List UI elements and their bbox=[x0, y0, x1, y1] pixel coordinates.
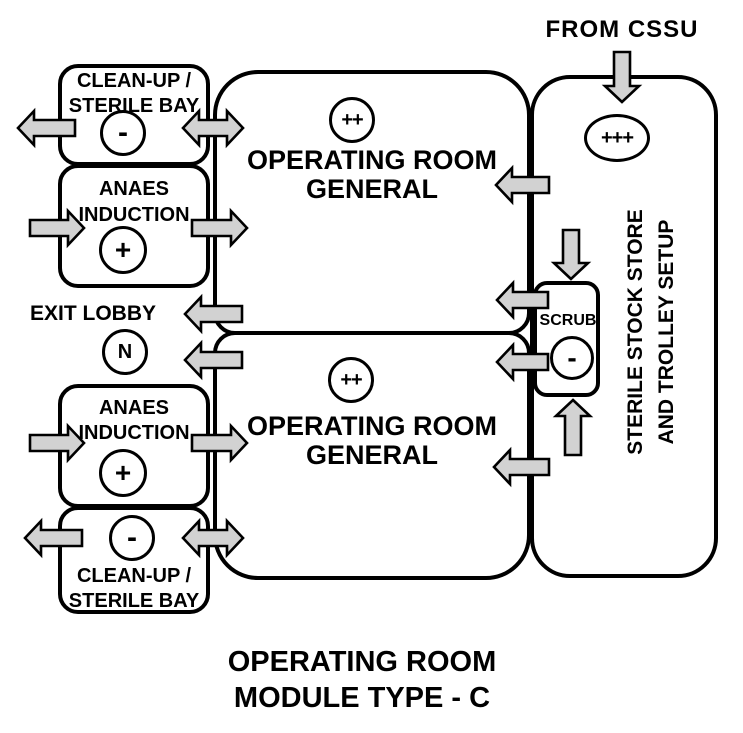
label-line: OPERATING ROOM bbox=[246, 411, 497, 441]
label-line: STERILE STOCK STORE bbox=[624, 209, 647, 455]
pressure-badge-scrub: - bbox=[550, 336, 594, 380]
label-operating-room-bottom: OPERATING ROOM GENERAL bbox=[222, 412, 522, 470]
pressure-badge-cleanup-bottom: - bbox=[109, 515, 155, 561]
label-exit-lobby: EXIT LOBBY bbox=[30, 302, 157, 325]
label-from-cssu: FROM CSSU bbox=[545, 16, 699, 43]
label-cleanup-sterile-bay-top: CLEAN-UP / STERILE BAY bbox=[58, 69, 210, 119]
pressure-badge-cleanup-top: - bbox=[100, 110, 146, 156]
pressure-badge-or-top: ++ bbox=[329, 97, 375, 143]
label-anaes-induction-bottom: ANAES INDUCTION bbox=[58, 396, 210, 446]
label-cleanup-sterile-bay-bottom: CLEAN-UP / STERILE BAY bbox=[58, 564, 210, 614]
pressure-badge-anaes-bottom: + bbox=[99, 449, 147, 497]
label-line: CLEAN-UP / bbox=[76, 70, 192, 92]
pressure-badge-anaes-top: + bbox=[99, 226, 147, 274]
title-line: OPERATING ROOM bbox=[227, 646, 497, 678]
label-line: INDUCTION bbox=[78, 204, 190, 226]
pressure-badge-sterile-store: +++ bbox=[584, 114, 650, 162]
pressure-badge-or-bottom: ++ bbox=[328, 357, 374, 403]
label-line: STERILE BAY bbox=[68, 95, 200, 117]
label-line: GENERAL bbox=[305, 174, 438, 204]
title-line: MODULE TYPE - C bbox=[233, 682, 491, 714]
label-line: INDUCTION bbox=[78, 422, 190, 444]
label-operating-room-top: OPERATING ROOM GENERAL bbox=[222, 146, 522, 204]
label-line: CLEAN-UP / bbox=[76, 565, 192, 587]
label-line: ANAES bbox=[98, 178, 169, 200]
pressure-badge-exit-lobby: N bbox=[102, 329, 148, 375]
label-scrub: SCRUB bbox=[539, 312, 597, 329]
label-line: ANAES bbox=[98, 397, 169, 419]
label-sterile-stock-store: STERILE STOCK STORE AND TROLLEY SETUP bbox=[620, 182, 684, 482]
label-line: AND TROLLEY SETUP bbox=[655, 219, 678, 445]
diagram-title: OPERATING ROOM MODULE TYPE - C bbox=[162, 644, 562, 716]
label-anaes-induction-top: ANAES INDUCTION bbox=[58, 176, 210, 228]
label-line: OPERATING ROOM bbox=[246, 145, 497, 175]
label-line: STERILE BAY bbox=[68, 590, 200, 612]
label-line: GENERAL bbox=[305, 440, 438, 470]
